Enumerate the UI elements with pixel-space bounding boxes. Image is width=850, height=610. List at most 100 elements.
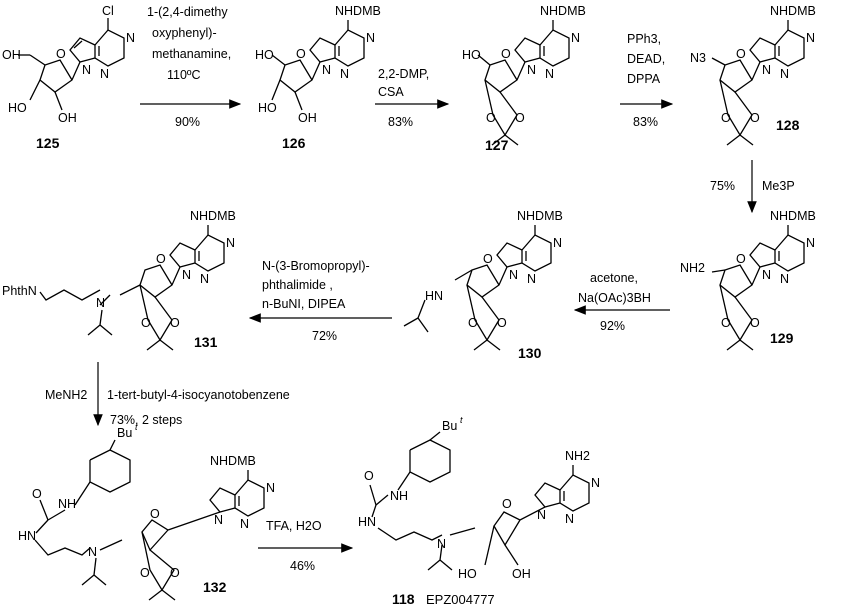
atom-n: N	[126, 31, 135, 45]
atom-o: O	[515, 111, 525, 125]
atom-nhdmb: NHDMB	[190, 209, 236, 223]
compound-number: 132	[203, 579, 227, 595]
compound-129: NHDMB N N N O NH2 O O 129	[680, 209, 816, 351]
compound-131: NHDMB N N N O N PhthN O O 131	[2, 209, 236, 351]
atom-nhdmb: NHDMB	[335, 4, 381, 18]
atom-o: O	[736, 47, 746, 61]
atom-n: N	[437, 537, 446, 551]
atom-o: O	[156, 252, 166, 266]
atom-ho: HO	[462, 48, 481, 62]
atom-n: N	[806, 236, 815, 250]
atom-nhdmb: NHDMB	[770, 4, 816, 18]
atom-but-sup: t	[135, 422, 138, 432]
atom-ho: HO	[458, 567, 477, 581]
compound-118: Bu t NH O HN N NH2 N N N O HO OH 118 EPZ…	[358, 415, 600, 607]
step-5: acetone, Na(OAc)3BH 92%	[573, 271, 670, 333]
atom-o: O	[56, 47, 66, 61]
atom-ho: HO	[8, 101, 27, 115]
atom-n: N	[780, 272, 789, 286]
atom-cl: Cl	[102, 4, 114, 18]
condition-line: 1-tert-butyl-4-isocyanotobenzene	[107, 388, 290, 402]
condition-line: 1-(2,4-dimethy	[147, 5, 228, 19]
atom-hn: HN	[18, 529, 36, 543]
step-4: 75% Me3P	[710, 160, 795, 214]
atom-o: O	[32, 487, 42, 501]
atom-o: O	[170, 566, 180, 580]
condition-line: TFA, H2O	[266, 519, 322, 533]
atom-n: N	[200, 272, 209, 286]
yield-label: 83%	[633, 115, 658, 129]
compound-number: 126	[282, 135, 306, 151]
atom-n: N	[591, 476, 600, 490]
yield-label: 90%	[175, 115, 200, 129]
condition-line: oxyphenyl)-	[152, 26, 217, 40]
atom-nh: NH	[390, 489, 408, 503]
compound-130: NHDMB N N N O HN O O 130	[403, 209, 563, 361]
condition-line: Na(OAc)3BH	[578, 291, 651, 305]
atom-oh: OH	[512, 567, 531, 581]
atom-oh: OH	[298, 111, 317, 125]
atom-n: N	[527, 272, 536, 286]
atom-oh: OH	[58, 111, 77, 125]
atom-n: N	[537, 508, 546, 522]
atom-but: Bu	[442, 419, 457, 433]
compound-number: 129	[770, 330, 794, 346]
atom-o: O	[483, 252, 493, 266]
compound-128: NHDMB N N N O N3 O O 128	[690, 4, 816, 146]
atom-o: O	[497, 316, 507, 330]
atom-nh2: NH2	[680, 261, 705, 275]
condition-line: DEAD,	[627, 52, 665, 66]
atom-n: N	[240, 517, 249, 531]
compound-number: 130	[518, 345, 542, 361]
atom-nhdmb: NHDMB	[210, 454, 256, 468]
compound-number: 128	[776, 117, 800, 133]
atom-o: O	[150, 507, 160, 521]
atom-n: N	[762, 63, 771, 77]
compound-number: 131	[194, 334, 218, 350]
atom-o: O	[721, 316, 731, 330]
atom-n3: N3	[690, 51, 706, 65]
atom-n: N	[565, 512, 574, 526]
atom-hn: HN	[358, 515, 376, 529]
reagent-label: MeNH2	[45, 388, 87, 402]
atom-n: N	[527, 63, 536, 77]
atom-o: O	[502, 497, 512, 511]
atom-o: O	[501, 47, 511, 61]
condition-line: methanamine,	[152, 47, 231, 61]
step-7: MeNH2 1-tert-butyl-4-isocyanotobenzene 7…	[45, 362, 290, 427]
atom-n: N	[780, 67, 789, 81]
step-1: 1-(2,4-dimethy oxyphenyl)- methanamine, …	[140, 5, 242, 129]
step-2: 2,2-DMP, CSA 83%	[375, 67, 450, 129]
atom-n: N	[762, 268, 771, 282]
atom-o: O	[141, 316, 151, 330]
atom-n: N	[100, 67, 109, 81]
atom-n: N	[82, 63, 91, 77]
condition-line: 2,2-DMP,	[378, 67, 429, 81]
atom-n: N	[182, 268, 191, 282]
atom-n: N	[553, 236, 562, 250]
atom-phthn: PhthN	[2, 284, 37, 298]
atom-o: O	[486, 111, 496, 125]
atom-n: N	[366, 31, 375, 45]
compound-name: EPZ004777	[426, 592, 495, 607]
atom-o: O	[721, 111, 731, 125]
compound-number: 125	[36, 135, 60, 151]
condition-line: DPPA	[627, 72, 661, 86]
atom-o: O	[170, 316, 180, 330]
atom-but: Bu	[117, 426, 132, 440]
compound-number: 127	[485, 137, 509, 153]
compound-number: 118	[392, 591, 415, 607]
atom-ho: HO	[258, 101, 277, 115]
atom-o: O	[296, 47, 306, 61]
compound-132: Bu t NH O HN N NHDMB N N N O O O 132	[18, 422, 275, 601]
atom-hn: HN	[425, 289, 443, 303]
step-3: PPh3, DEAD, DPPA 83%	[620, 32, 674, 129]
atom-o: O	[468, 316, 478, 330]
atom-nhdmb: NHDMB	[517, 209, 563, 223]
atom-but-sup: t	[460, 415, 463, 425]
condition-line: phthalimide ,	[262, 278, 333, 292]
yield-label: 83%	[388, 115, 413, 129]
atom-nhdmb: NHDMB	[540, 4, 586, 18]
atom-o: O	[750, 316, 760, 330]
atom-n: N	[571, 31, 580, 45]
